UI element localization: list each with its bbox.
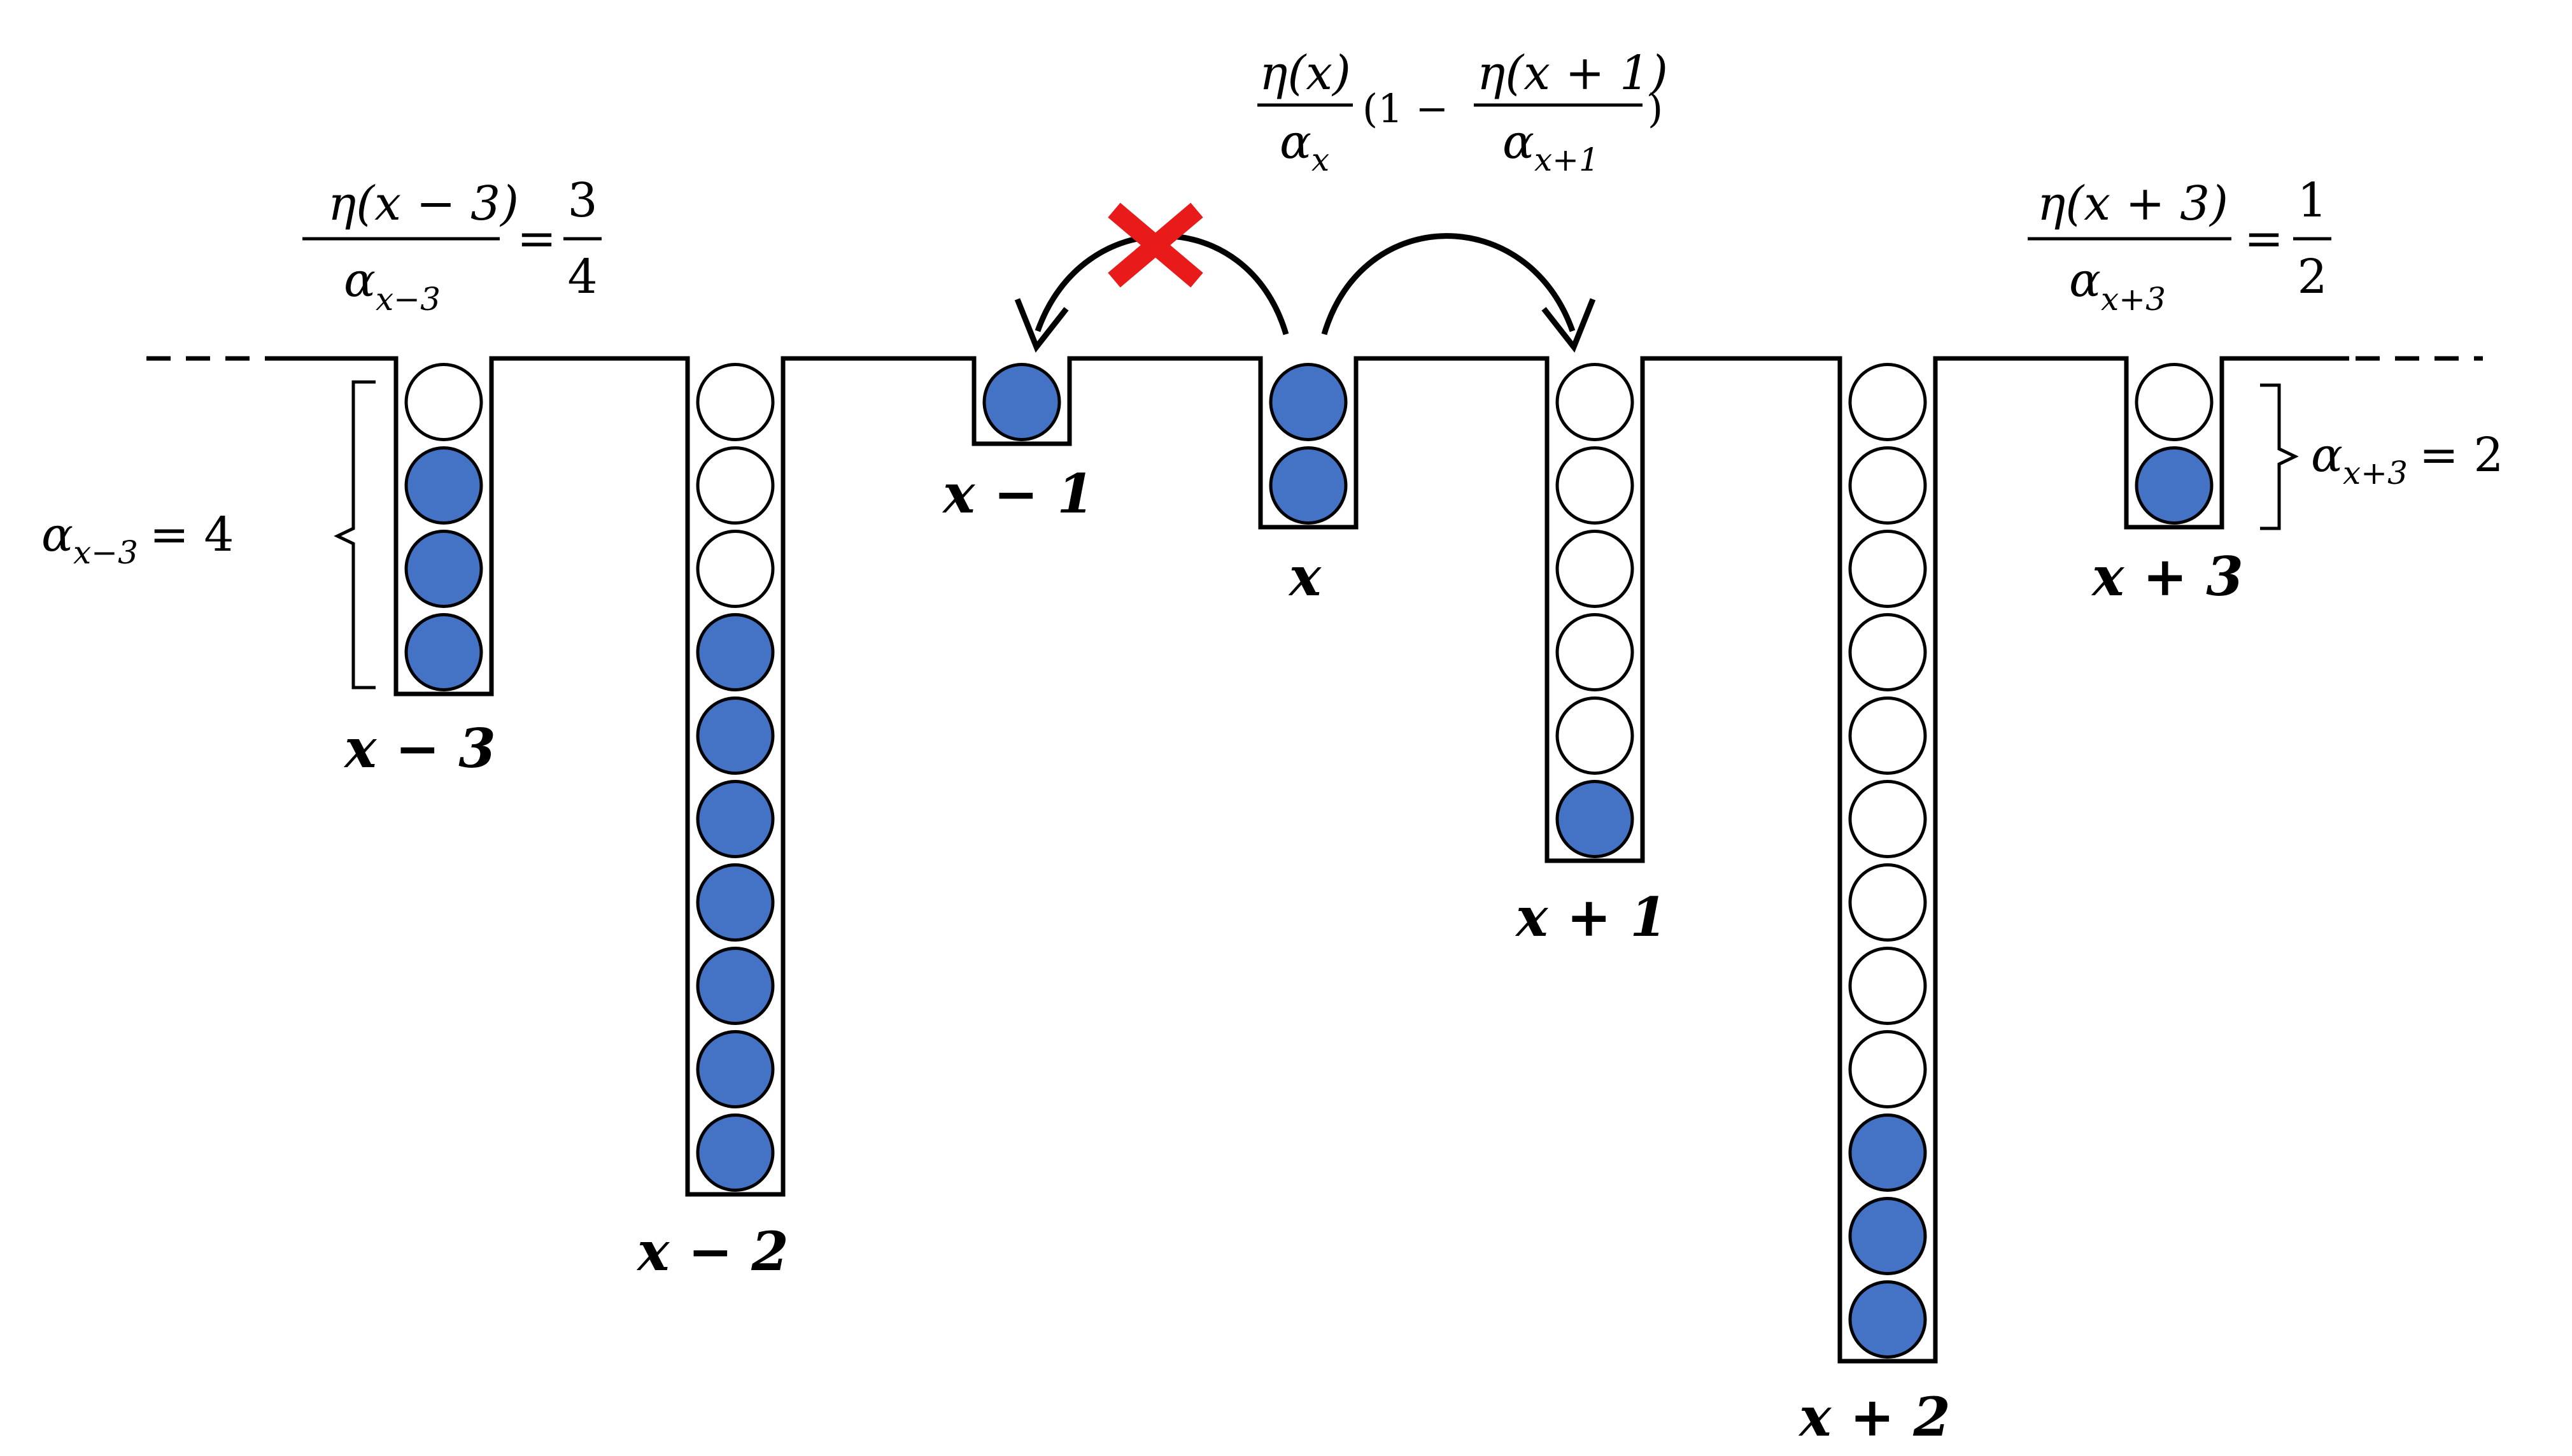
site-label-x-plus-2: x + 2 [1798,1385,1950,1448]
occupied-slot [1848,1113,1927,1192]
occupied-slot [696,1113,775,1192]
occupied-slot [696,863,775,942]
empty-slot [1848,530,1927,608]
allowed-hop-arrow [1321,233,1576,336]
site-wells [404,363,2214,1359]
empty-slot [1848,613,1927,691]
site-label-x: x [1288,545,1322,608]
forbidden-cross-icon [1108,202,1203,288]
left-ratio-equals: = [517,211,556,266]
occupied-slot [1848,1197,1927,1275]
occupied-slot [404,446,483,525]
empty-slot [696,530,775,608]
right-capacity-brace [2260,383,2299,530]
rate-paren-close: ) [1648,85,1663,132]
hop-rate-annotation: η(x) αx (1 − η(x + 1) αx+1 ) [1257,46,1668,178]
right-capacity-annotation: αx+3= 2 [2260,383,2504,530]
occupied-slot [404,613,483,691]
site-label-x-plus-3: x + 3 [2091,545,2243,608]
right-ratio-value-denominator: 2 [2297,250,2327,304]
empty-slot [1555,530,1634,608]
occupied-slot [404,530,483,608]
site-well-5 [1555,363,1634,858]
left-ratio-value-numerator: 3 [567,173,597,228]
site-label-x-plus-1: x + 1 [1515,886,1667,949]
occupied-slot [696,1030,775,1108]
empty-slot [1848,863,1927,942]
left-ratio-numerator: η(x − 3) [328,176,519,231]
occupied-slot [2135,446,2214,525]
rate-frac1-numerator: η(x) [1259,46,1351,101]
hop-arrows [1014,202,1596,353]
site-well-4 [1269,363,1348,525]
empty-slot [1555,363,1634,441]
site-well-6 [1848,363,1927,1359]
site-well-1 [404,363,483,691]
empty-slot [1555,613,1634,691]
empty-slot [1555,696,1634,775]
empty-slot [1848,780,1927,858]
empty-slot [696,363,775,441]
empty-slot [696,446,775,525]
site-well-7 [2135,363,2214,525]
occupied-slot [982,363,1061,441]
occupied-slot [696,947,775,1025]
site-label-x-minus-3: x − 3 [343,717,495,780]
right-ratio-denominator: αx+3 [2069,253,2166,318]
site-label-x-minus-2: x − 2 [636,1220,788,1283]
rate-paren-open: (1 − [1362,85,1448,132]
left-capacity-label: αx−3= 4 [41,507,234,571]
rate-frac1-denominator: αx [1280,115,1329,178]
site-well-2 [696,363,775,1192]
empty-slot [1848,1030,1927,1108]
occupied-slot [1269,363,1348,441]
occupied-slot [1269,446,1348,525]
empty-slot [404,363,483,441]
occupied-slot [1848,1280,1927,1359]
empty-slot [1555,446,1634,525]
empty-slot [1848,363,1927,441]
right-capacity-label: αx+3= 2 [2311,428,2504,491]
rate-frac2-denominator: αx+1 [1502,115,1599,178]
left-ratio-denominator: αx−3 [344,253,441,318]
rate-frac2-numerator: η(x + 1) [1477,46,1668,101]
occupied-slot [696,613,775,691]
site-labels: x − 3 x − 2 x − 1 x x + 1 x + 2 x + 3 [343,462,2243,1448]
empty-slot [1848,947,1927,1025]
occupied-slot [1555,780,1634,858]
site-well-3 [982,363,1061,441]
forbidden-hop-arrowhead [1014,298,1069,353]
ground-outline [274,356,2349,1364]
right-ratio-numerator: η(x + 3) [2037,176,2228,231]
right-ratio-equals: = [2244,211,2284,266]
ground-line [146,356,2483,1364]
left-ratio-value-denominator: 4 [567,250,597,304]
occupied-slot [696,780,775,858]
allowed-hop-arrowhead [1541,298,1596,353]
left-capacity-annotation: αx−3= 4 [41,380,376,689]
left-ratio-annotation: η(x − 3) αx−3 = 3 4 [302,173,602,318]
empty-slot [2135,363,2214,441]
right-ratio-annotation: η(x + 3) αx+3 = 1 2 [2028,173,2331,318]
right-ratio-value-numerator: 1 [2297,173,2327,228]
occupied-slot [696,696,775,775]
left-capacity-brace [334,380,376,689]
site-label-x-minus-1: x − 1 [942,462,1094,525]
empty-slot [1848,696,1927,775]
empty-slot [1848,446,1927,525]
